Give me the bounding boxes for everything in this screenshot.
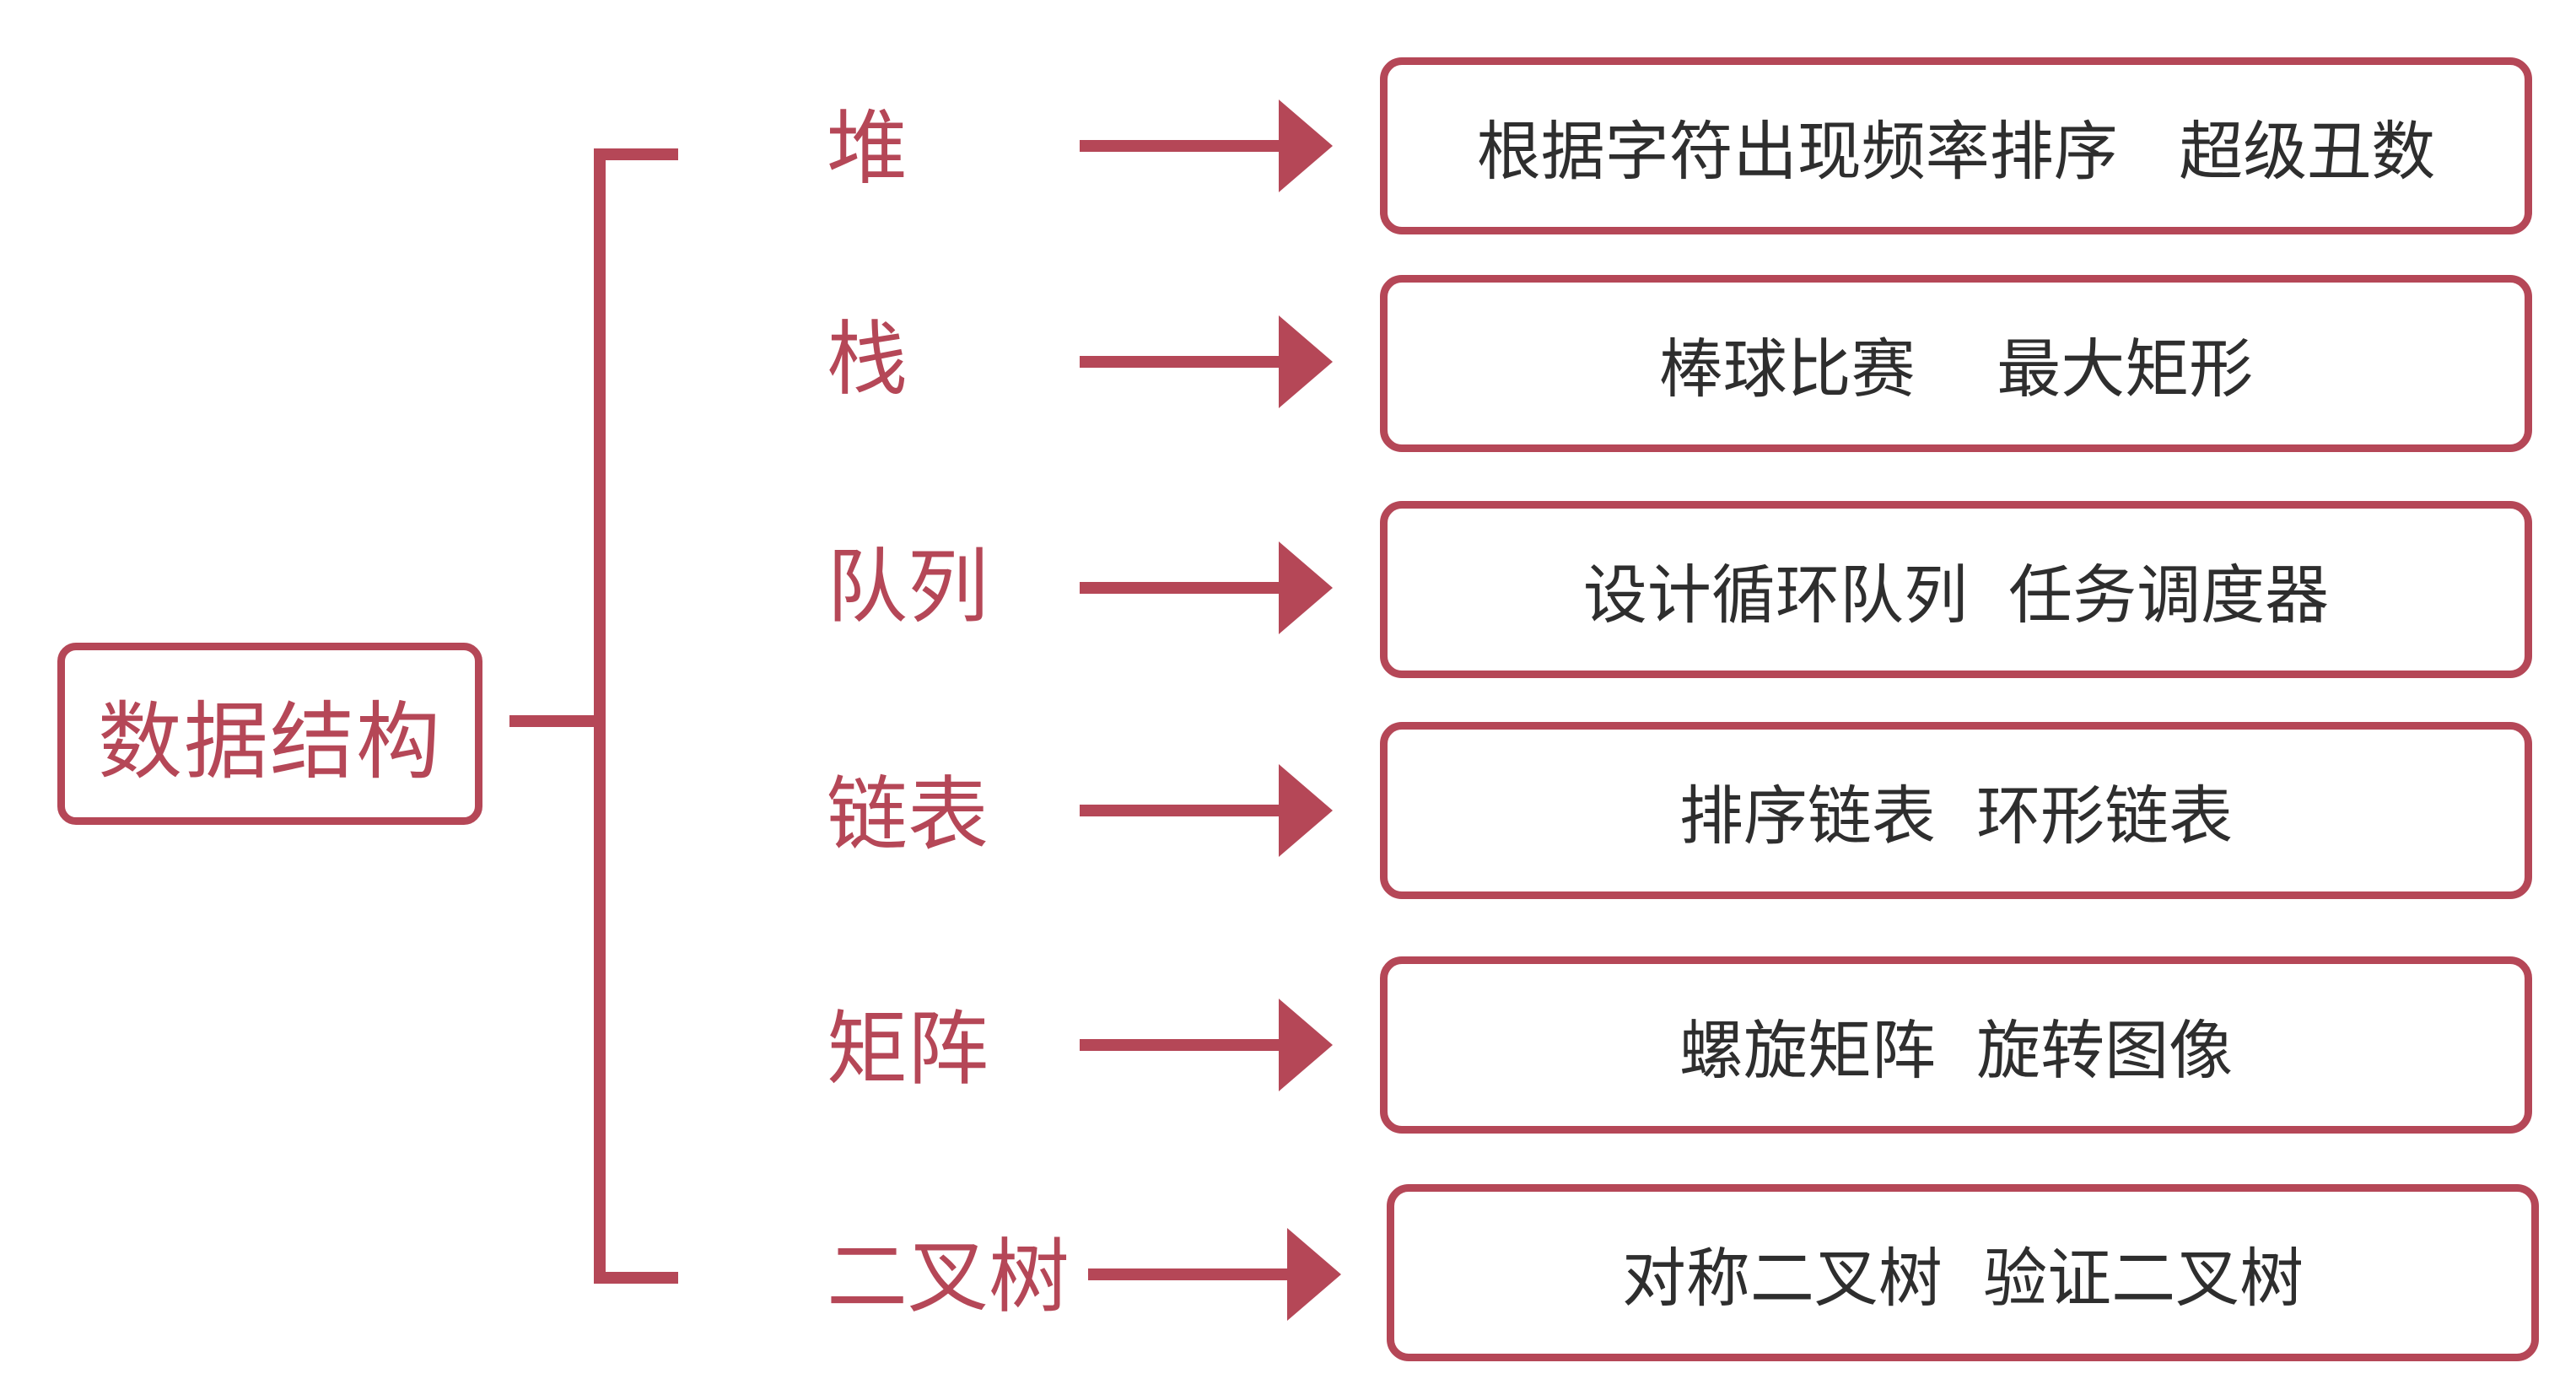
category-label-queue: 队列: [827, 540, 989, 634]
examples-text: 对称二叉树 验证二叉树: [1621, 1241, 2304, 1316]
examples-text: 棒球比赛 最大矩形: [1658, 331, 2254, 407]
examples-box-binary-tree: 对称二叉树 验证二叉树: [1387, 1184, 2539, 1361]
examples-box-heap: 根据字符出现频率排序 超级丑数: [1380, 57, 2532, 234]
examples-text: 设计循环队列 任务调度器: [1582, 557, 2330, 633]
bracket-bottom-tick: [594, 1272, 678, 1284]
category-label-linked-list: 链表: [827, 768, 989, 862]
bracket-top-tick: [594, 148, 678, 160]
examples-box-linked-list: 排序链表 环形链表: [1380, 722, 2532, 899]
root-connector: [509, 715, 594, 727]
category-label-binary-tree: 二叉树: [827, 1230, 1070, 1324]
category-label-matrix: 矩阵: [827, 1002, 989, 1096]
category-label-stack: 栈: [827, 312, 908, 407]
examples-text: 螺旋矩阵 旋转图像: [1679, 1013, 2234, 1088]
arrow-icon: [1080, 315, 1333, 408]
category-label-heap: 堆: [827, 101, 908, 196]
examples-box-matrix: 螺旋矩阵 旋转图像: [1380, 956, 2532, 1134]
arrow-icon: [1080, 100, 1333, 192]
arrow-icon: [1080, 999, 1333, 1091]
root-node: 数据结构: [57, 643, 482, 825]
arrow-icon: [1080, 541, 1333, 634]
examples-box-stack: 棒球比赛 最大矩形: [1380, 275, 2532, 452]
arrow-icon: [1080, 764, 1333, 857]
root-label: 数据结构: [98, 692, 442, 791]
arrow-icon: [1088, 1228, 1341, 1321]
examples-text: 根据字符出现频率排序 超级丑数: [1476, 114, 2436, 189]
examples-box-queue: 设计循环队列 任务调度器: [1380, 501, 2532, 678]
bracket-spine: [594, 148, 606, 1284]
examples-text: 排序链表 环形链表: [1679, 778, 2234, 854]
